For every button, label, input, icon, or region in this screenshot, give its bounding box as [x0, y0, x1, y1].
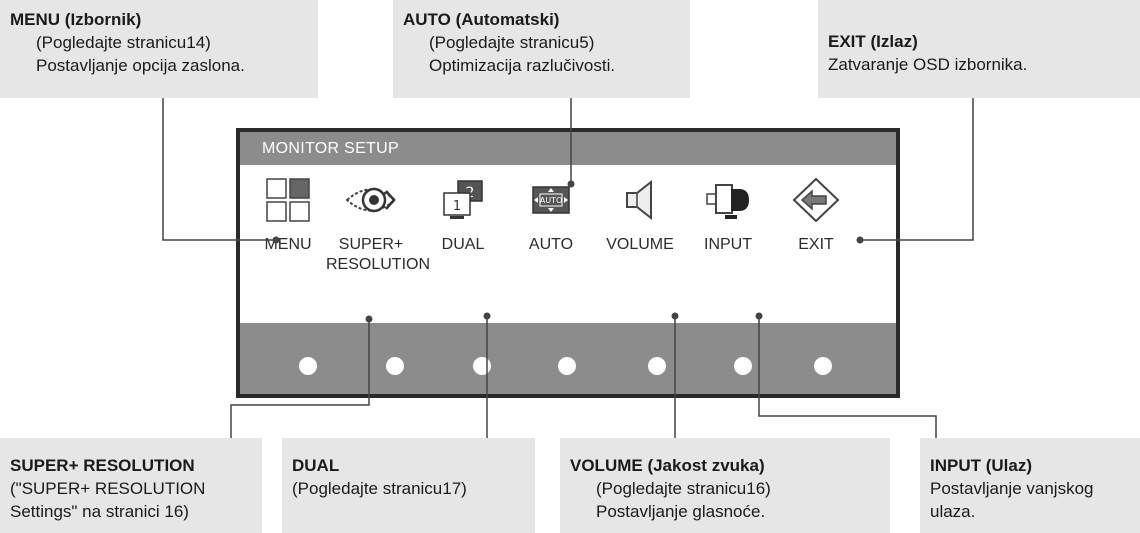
osd-item-volume[interactable]: VOLUME — [595, 177, 685, 255]
callout-exit-desc: Zatvaranje OSD izbornika. — [828, 55, 1028, 74]
auto-icon-glyph: AUTO — [540, 196, 563, 205]
osd-item-super-label-line2: RESOLUTION — [326, 256, 431, 273]
callout-auto-title: AUTO (Automatski) — [403, 10, 560, 29]
input-connector-icon — [706, 184, 749, 219]
osd-item-super-label-line1: SUPER+ — [338, 236, 404, 253]
monitor-button-exit[interactable] — [814, 357, 832, 375]
callout-input-line2: ulaza. — [930, 502, 976, 521]
dual-monitor-icon: 2 1 — [443, 180, 483, 219]
dual-icon-glyph-1: 1 — [453, 199, 461, 214]
callout-volume-desc: Postavljanje glasnoće. — [596, 502, 766, 521]
callout-input: INPUT (Ulaz) Postavljanje vanjskog ulaza… — [920, 438, 1140, 533]
callout-volume: VOLUME (Jakost zvuka) (Pogledajte strani… — [560, 438, 890, 533]
osd-menu-body: MENU SUPER+ RESOLUTION 2 1 — [240, 165, 896, 323]
callout-volume-ref: (Pogledajte stranicu16) — [596, 479, 771, 498]
callout-exit: EXIT (Izlaz) Zatvaranje OSD izbornika. — [818, 0, 1140, 98]
osd-item-dual[interactable]: 2 1 DUAL — [418, 177, 508, 255]
callout-auto-desc: Optimizacija razlučivosti. — [429, 56, 616, 75]
callout-dual-ref: (Pogledajte stranicu17) — [292, 479, 467, 498]
callout-super-line2: Settings" na stranici 16) — [10, 502, 189, 521]
osd-item-auto-label: AUTO — [528, 236, 574, 253]
exit-arrow-icon — [792, 177, 840, 223]
callout-auto-ref: (Pogledajte stranicu5) — [429, 33, 595, 52]
menu-grid-icon — [266, 178, 310, 222]
callout-super-line1: ("SUPER+ RESOLUTION — [10, 479, 206, 498]
callout-menu: MENU (Izbornik) (Pogledajte stranicu14) … — [0, 0, 318, 98]
osd-item-menu-label: MENU — [264, 236, 312, 253]
osd-item-auto[interactable]: AUTO AUTO — [506, 177, 596, 255]
monitor-button-bar — [240, 323, 896, 394]
callout-menu-title: MENU (Izbornik) — [10, 10, 142, 29]
osd-item-super-resolution[interactable]: SUPER+ RESOLUTION — [326, 177, 430, 275]
callout-menu-ref: (Pogledajte stranicu14) — [36, 33, 211, 52]
monitor-button-auto[interactable] — [558, 357, 576, 375]
osd-item-volume-label: VOLUME — [606, 236, 674, 253]
osd-item-dual-label: DUAL — [441, 236, 485, 253]
callout-input-line1: Postavljanje vanjskog — [930, 479, 1094, 498]
speaker-icon — [626, 179, 652, 221]
callout-input-title: INPUT (Ulaz) — [930, 456, 1032, 475]
osd-item-input[interactable]: INPUT — [683, 177, 773, 255]
callout-auto: AUTO (Automatski) (Pogledajte stranicu5)… — [393, 0, 690, 98]
osd-item-exit[interactable]: EXIT — [771, 177, 861, 255]
monitor-button-dual[interactable] — [473, 357, 491, 375]
eye-icon — [345, 187, 397, 213]
monitor-osd-frame: MONITOR SETUP MENU SUPER+ RESOLUTION — [236, 128, 900, 398]
callout-exit-title: EXIT (Izlaz) — [828, 32, 918, 51]
callout-dual: DUAL (Pogledajte stranicu17) — [282, 438, 535, 533]
osd-title: MONITOR SETUP — [240, 132, 896, 165]
monitor-button-menu[interactable] — [299, 357, 317, 375]
callout-super-title: SUPER+ RESOLUTION — [10, 456, 195, 475]
monitor-button-volume[interactable] — [648, 357, 666, 375]
callout-dual-title: DUAL — [292, 456, 340, 475]
auto-icon: AUTO — [532, 186, 570, 214]
callout-menu-desc: Postavljanje opcija zaslona. — [36, 56, 245, 75]
monitor-button-super-resolution[interactable] — [386, 357, 404, 375]
callout-volume-title: VOLUME (Jakost zvuka) — [570, 456, 765, 475]
osd-item-exit-label: EXIT — [798, 236, 834, 253]
osd-item-input-label: INPUT — [704, 236, 752, 253]
callout-super-resolution: SUPER+ RESOLUTION ("SUPER+ RESOLUTION Se… — [0, 438, 262, 533]
osd-item-menu[interactable]: MENU — [243, 177, 333, 255]
monitor-button-input[interactable] — [734, 357, 752, 375]
osd-item-super-resolution-label: SUPER+ RESOLUTION — [326, 235, 430, 275]
